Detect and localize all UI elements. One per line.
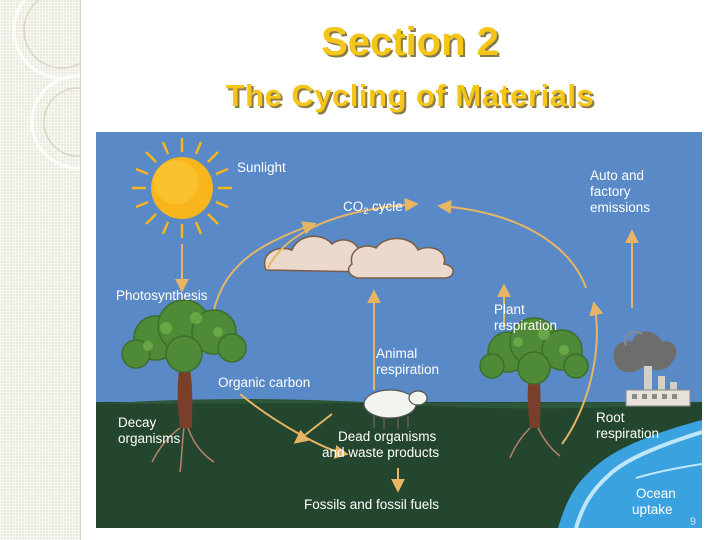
decorative-circles [0, 0, 80, 540]
decorative-sidebar [0, 0, 81, 540]
slide-subtitle: The Cycling of Materials [100, 78, 720, 114]
label-organic-carbon: Organic carbon [218, 375, 310, 390]
label-auto-emissions-1: Auto and [590, 168, 644, 183]
label-decay-organisms-2: organisms [118, 431, 181, 446]
label-root-respiration-2: respiration [596, 426, 659, 441]
carbon-cycle-diagram: Sunlight CO2 cycle Auto and factory emis… [96, 132, 702, 528]
label-decay-organisms-1: Decay [118, 415, 157, 430]
label-co2-cycle: CO2 cycle [343, 199, 403, 216]
label-plant-respiration-2: respiration [494, 318, 557, 333]
label-dead-organisms-1: Dead organisms [338, 429, 437, 444]
label-ocean-uptake-1: Ocean [636, 486, 676, 501]
label-animal-respiration-2: respiration [376, 362, 439, 377]
label-animal-respiration-1: Animal [376, 346, 417, 361]
label-fossils: Fossils and fossil fuels [304, 497, 439, 512]
label-root-respiration-1: Root [596, 410, 625, 425]
page-number: 9 [690, 516, 696, 528]
label-ocean-uptake-2: uptake [632, 502, 673, 517]
label-auto-emissions-2: factory [590, 184, 631, 199]
label-dead-organisms-2: and waste products [322, 445, 439, 460]
label-photosynthesis: Photosynthesis [116, 288, 208, 303]
label-plant-respiration-1: Plant [494, 302, 525, 317]
slide-title: Section 2 [100, 20, 720, 65]
label-sunlight: Sunlight [237, 160, 286, 175]
label-auto-emissions-3: emissions [590, 200, 650, 215]
